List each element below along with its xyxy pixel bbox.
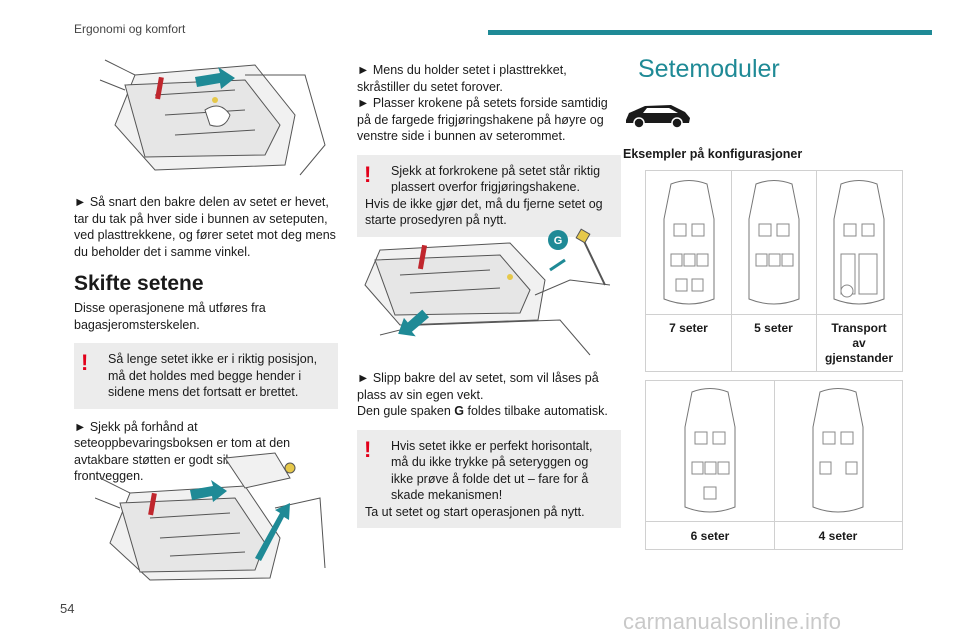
warning-text-3a: Hvis setet ikke er perfekt horisontalt, … [391,438,593,503]
warning-box-1: ! Så lenge setet ikke er i riktig posisj… [74,343,338,409]
car-top-7-seats-icon [663,180,715,305]
step3b-bold-g: G [454,404,465,418]
config-grid-row2: 6 seter 4 seter [645,380,903,550]
step3b-pre: Den gule spaken [357,404,455,418]
col2-step3b: Den gule spaken G foldes tilbake automat… [357,403,621,420]
header-title: Ergonomi og komfort [74,22,186,36]
car-top-5-seats-icon [748,180,800,305]
config-grid-row1: 7 seter 5 seter Transport av gjenstander [645,170,903,372]
car-silhouette-icon [626,105,690,129]
section-heading-skifte-setene: Skifte setene [74,272,204,295]
config-label-4-seats: 4 seter [818,529,858,543]
col1-step1: ► Så snart den bakre delen av setet er h… [74,195,336,259]
warning-box-2: ! Sjekk at forkrokene på setet står rikt… [357,154,621,237]
configurations-subtitle: Eksempler på konfigurasjoner [623,147,803,161]
label-g: G [554,235,563,247]
seat-insert-illustration [94,452,326,581]
car-top-cargo-icon [833,180,885,305]
col2-text-block-top: ► Mens du holder setet i plasttrekket, s… [357,62,621,237]
car-top-4-seats-icon [812,388,864,513]
warning-box-3: ! Hvis setet ikke er perfekt horisontalt… [357,429,621,528]
col2-step3a: ► Slipp bakre del av setet, som vil låse… [357,371,599,402]
col1-intro: Disse operasjonene må utføres fra bagasj… [74,301,266,332]
step3b-post: foldes tilbake automatisk. [464,404,608,418]
car-icon [623,100,693,130]
seat-lift-illustration [99,59,326,176]
section-title-setemoduler: Setemoduler [638,55,780,83]
warning-exclamation-icon: ! [364,436,372,462]
grid-cell-separator [774,381,775,549]
col2-text-block-bottom: ► Slipp bakre del av setet, som vil låse… [357,370,621,528]
config-label-7-seats: 7 seter [669,321,708,335]
illustration-seat-insert [94,448,330,588]
warning-text-2a: Sjekk at forkrokene på setet står riktig… [391,163,601,195]
warning-exclamation-icon: ! [364,161,372,187]
grid-cell-separator [816,171,817,371]
car-top-6-seats-icon [684,388,736,513]
watermark: carmanualsonline.info [623,609,842,634]
page-number: 54 [60,601,75,616]
config-label-transport: Transport av gjenstander [824,321,893,365]
col2-step1: ► Mens du holder setet i plasttrekket, s… [357,63,567,94]
config-label-5-seats: 5 seter [754,321,793,335]
illustration-seat-lock: G [360,225,620,360]
illustration-seat-lift [95,45,330,185]
warning-text-2b: Hvis de ikke gjør det, må du fjerne sete… [365,196,603,228]
config-label-6-seats: 6 seter [690,529,730,543]
warning-text-1: Så lenge setet ikke er i riktig posisjon… [108,352,318,399]
col1-step2: ► Sjekk på forhånd at seteoppbevaringsbo… [74,419,291,484]
warning-text-3b: Ta ut setet og start operasjonen på nytt… [365,504,585,519]
col2-step2: ► Plasser krokene på setets forside samt… [357,96,608,143]
grid-cell-separator [731,171,732,371]
grid-divider [646,314,902,315]
warning-exclamation-icon: ! [81,350,89,375]
header-accent-bar [488,30,932,35]
seat-lock-illustration: G [364,228,611,356]
col1-text-block: ► Så snart den bakre delen av setet er h… [74,194,338,485]
